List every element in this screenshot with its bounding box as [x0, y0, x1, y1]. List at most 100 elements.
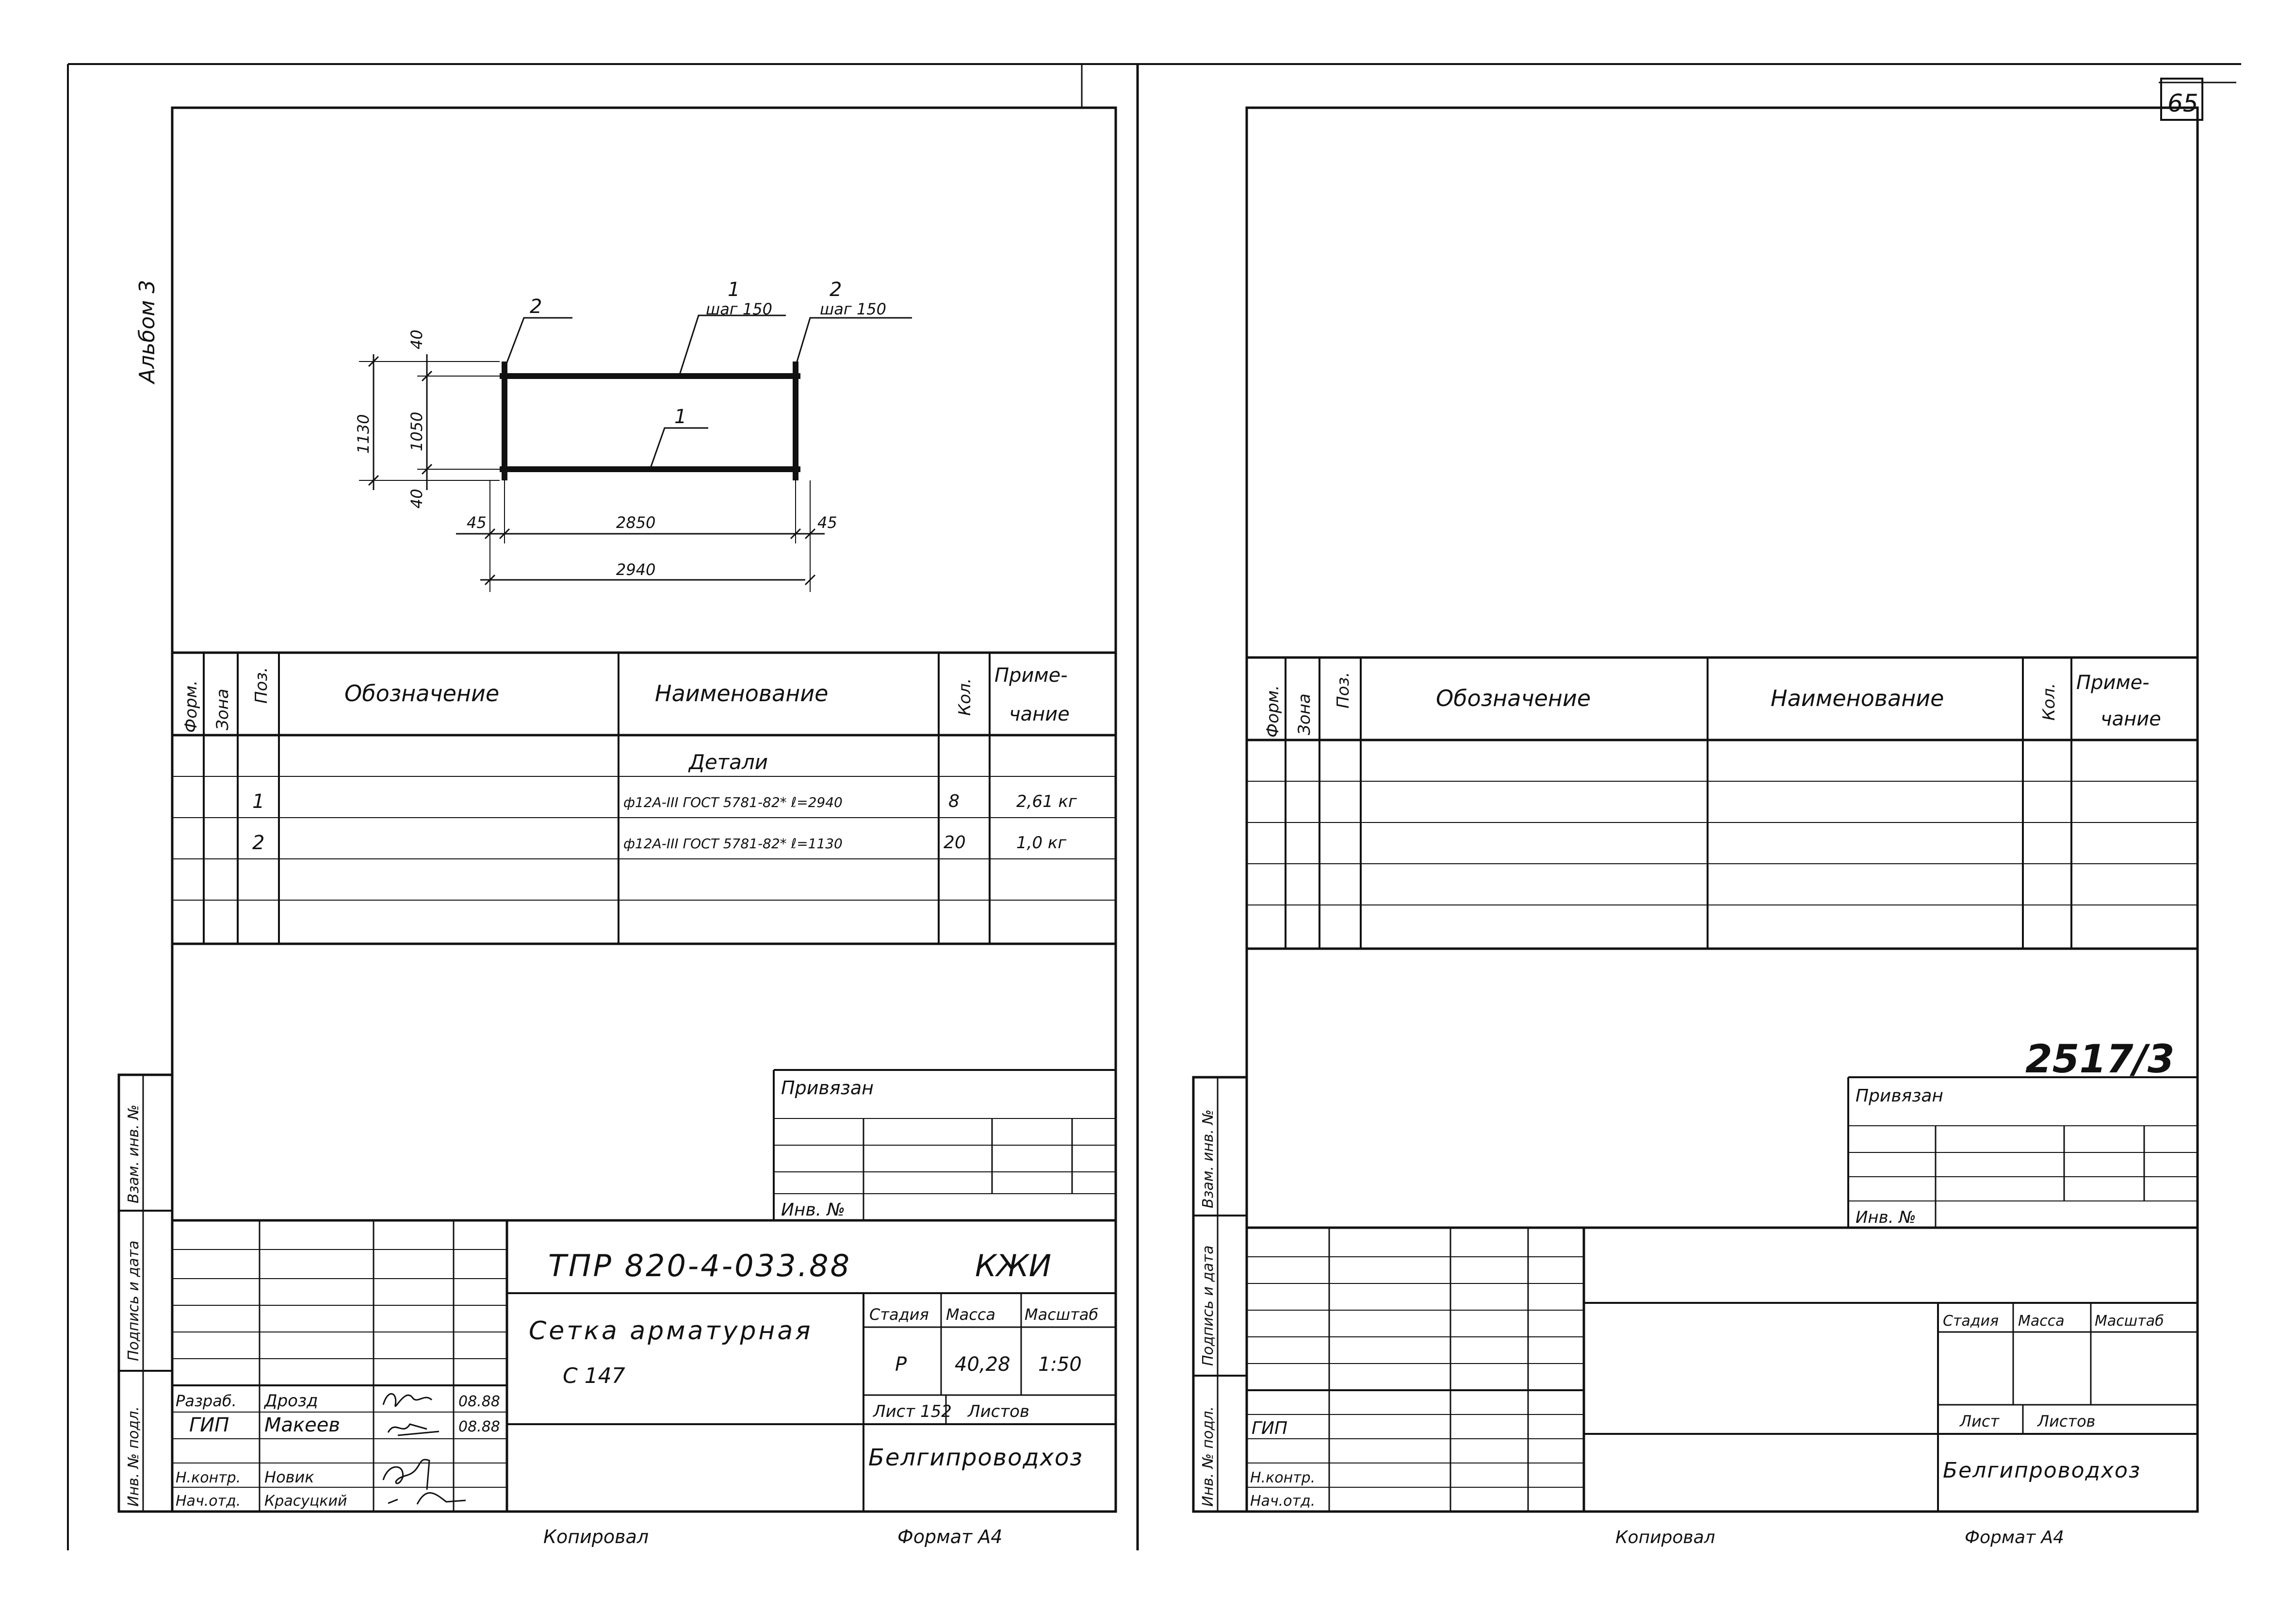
- callout-pos2-step: шаг 150: [820, 300, 886, 318]
- left-sheet: Альбом 3 2 1 шаг 150 2 шаг 150 1: [117, 106, 1117, 1547]
- r-header-name: Наименование: [1771, 685, 1944, 711]
- r-header-designation: Обозначение: [1436, 685, 1591, 711]
- handwritten-code: 2517/3: [2025, 1036, 2175, 1082]
- inv-no-label: Инв. №: [781, 1200, 845, 1220]
- name-1: Дрозд: [263, 1391, 318, 1411]
- dim-45-right: 45: [817, 513, 837, 532]
- r-header-pos: Поз.: [1334, 672, 1353, 708]
- row2-pos: 2: [252, 832, 264, 854]
- mesh-detail-drawing: 2 1 шаг 150 2 шаг 150 1 40 1050 1130 40: [354, 279, 912, 592]
- row1-qty: 8: [948, 791, 960, 811]
- row2-name: ф12А-III ГОСТ 5781-82* ℓ=1130: [623, 836, 843, 852]
- r-footer-copied: Копировал: [1615, 1528, 1715, 1547]
- role-3: Н.контр.: [176, 1469, 241, 1486]
- right-spec-table: Форм. Зона Поз. Обозначение Наименование…: [1247, 656, 2198, 950]
- row2-note: 1,0 кг: [1016, 833, 1067, 853]
- header-qty: Кол.: [955, 678, 975, 716]
- left-side-strip: Взам. инв. № Подпись и дата Инв. № подл.: [117, 1073, 174, 1513]
- scale-header: Масштаб: [1025, 1305, 1098, 1324]
- role-1: Разраб.: [176, 1392, 237, 1410]
- date-2: 08.88: [458, 1418, 500, 1435]
- dim-top-40: 40: [407, 329, 426, 349]
- section-title-details: Детали: [688, 750, 768, 774]
- row1-pos: 1: [252, 790, 264, 813]
- callout-pos1-mid: 1: [674, 406, 686, 428]
- signature-1: [382, 1393, 433, 1407]
- stage-header: Стадия: [869, 1305, 929, 1324]
- r-stage-header: Стадия: [1943, 1313, 1999, 1330]
- header-zone: Зона: [213, 689, 232, 730]
- dim-bottom-40: 40: [407, 489, 426, 509]
- footer-copied: Копировал: [543, 1526, 649, 1547]
- left-inner-frame: [171, 106, 1117, 1513]
- sheets-count: Листов: [967, 1402, 1029, 1421]
- date-1: 08.88: [458, 1393, 500, 1410]
- dim-2850: 2850: [616, 513, 655, 532]
- album-label: Альбом 3: [135, 280, 160, 385]
- role-4: Нач.отд.: [176, 1493, 241, 1510]
- r-scale-header: Масштаб: [2095, 1313, 2164, 1330]
- mass-value: 40,28: [955, 1353, 1010, 1376]
- organization: Белгипроводхоз: [868, 1444, 1083, 1471]
- callout-pos1-step: шаг 150: [706, 300, 772, 318]
- r-podpis-data-label: Подпись и дата: [1200, 1246, 1217, 1366]
- r-inv-no-label: Инв. №: [1856, 1208, 1916, 1227]
- header-note-line2: чание: [1009, 703, 1070, 725]
- header-note-line1: Приме-: [994, 664, 1068, 687]
- privyazan-label: Привязан: [781, 1077, 874, 1099]
- r-header-zone: Зона: [1295, 693, 1314, 735]
- role-2: ГИП: [189, 1414, 229, 1436]
- right-side-strip: Взам. инв. № Подпись и дата Инв. № подл.: [1192, 1076, 1248, 1513]
- mass-header: Масса: [946, 1305, 995, 1324]
- r-role-3: Нач.отд.: [1250, 1493, 1315, 1510]
- dim-2940: 2940: [616, 560, 655, 579]
- callout-pos2-right: 2: [830, 279, 842, 301]
- callout-pos1: 1: [728, 279, 740, 301]
- dim-1050: 1050: [407, 412, 426, 451]
- r-organization: Белгипроводхоз: [1943, 1458, 2141, 1483]
- name-2: Макеев: [264, 1414, 340, 1436]
- r-role-2: Н.контр.: [1250, 1469, 1315, 1486]
- signature-3: [382, 1459, 430, 1490]
- doc-code: ТПР 820-4-033.88: [548, 1248, 851, 1283]
- row2-qty: 20: [944, 833, 966, 853]
- r-sheet-label: Лист: [1959, 1412, 2000, 1430]
- outer-frame: [67, 63, 2241, 1550]
- signature-2: [387, 1423, 440, 1436]
- r-header-note-line1: Приме-: [2076, 672, 2149, 694]
- header-pos: Поз.: [252, 667, 271, 704]
- header-designation: Обозначение: [344, 680, 499, 707]
- dim-1130: 1130: [354, 414, 373, 454]
- title-line1: Сетка арматурная: [529, 1316, 813, 1346]
- left-privyazan-block: Привязан Инв. №: [773, 1069, 1116, 1220]
- r-header-qty: Кол.: [2039, 683, 2059, 721]
- r-privyazan-label: Привязан: [1856, 1086, 1943, 1106]
- scale-value: 1:50: [1038, 1353, 1082, 1376]
- title-line2: С 147: [563, 1364, 625, 1388]
- dim-45-left: 45: [467, 513, 487, 532]
- stage-value: Р: [895, 1353, 907, 1376]
- r-sheets-label: Листов: [2037, 1412, 2096, 1430]
- name-4: Красуцкий: [264, 1493, 347, 1510]
- right-privyazan-block: Привязан Инв. №: [1847, 1076, 2198, 1228]
- signature-4: [388, 1492, 466, 1505]
- right-sheet: 65 Форм. Зона Поз. Обозначение Наименова…: [1192, 78, 2203, 1547]
- r-inv-podl-label: Инв. № подл.: [1200, 1406, 1217, 1507]
- right-title-block: Стадия Масса Масштаб Лист Листов Белгипр…: [1247, 1226, 2198, 1512]
- corner-mark: 65: [2167, 89, 2198, 117]
- r-role-1: ГИП: [1252, 1418, 1287, 1438]
- r-mass-header: Масса: [2018, 1313, 2065, 1330]
- callout-pos2-left: 2: [530, 296, 542, 318]
- inv-podl-label: Инв. № подл.: [125, 1406, 142, 1507]
- left-title-block: ТПР 820-4-033.88 КЖИ Сетка арматурная С …: [172, 1219, 1116, 1512]
- r-header-format: Форм.: [1263, 685, 1283, 738]
- podpis-data-label: Подпись и дата: [125, 1241, 142, 1362]
- doc-mark: КЖИ: [975, 1248, 1051, 1283]
- row1-note: 2,61 кг: [1016, 792, 1077, 811]
- header-format: Форм.: [181, 680, 201, 733]
- header-name: Наименование: [655, 680, 828, 707]
- right-inner-frame: [1245, 106, 2199, 1513]
- r-footer-format: Формат А4: [1965, 1528, 2064, 1547]
- left-spec-table: Форм. Зона Поз. Обозначение Наименование…: [172, 651, 1116, 945]
